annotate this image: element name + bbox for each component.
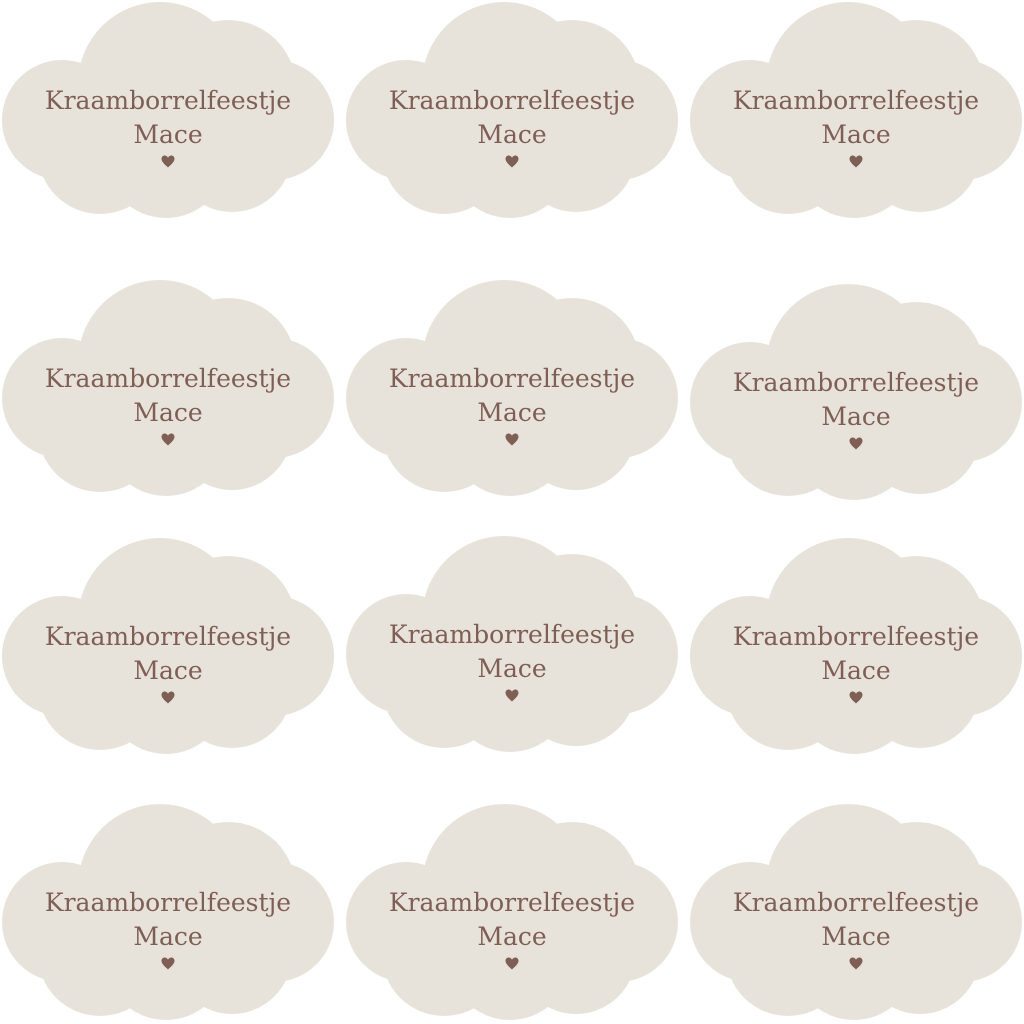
sticker-name: Mace — [133, 922, 203, 951]
sticker-title: Kraamborrelfeestje — [44, 364, 292, 393]
sticker-label: Kraamborrelfeestje Mace — [344, 618, 680, 702]
cloud-shape — [690, 804, 1022, 1020]
sticker-title: Kraamborrelfeestje — [732, 86, 980, 115]
sticker-label: Kraamborrelfeestje Mace — [344, 84, 680, 168]
cloud-sticker: Kraamborrelfeestje Mace — [344, 534, 680, 756]
heart-icon — [849, 437, 863, 450]
sticker-name: Mace — [477, 120, 547, 149]
cloud-sticker: Kraamborrelfeestje Mace — [344, 0, 680, 222]
heart-icon — [161, 155, 175, 168]
sticker-label: Kraamborrelfeestje Mace — [344, 886, 680, 970]
sticker-label: Kraamborrelfeestje Mace — [688, 84, 1024, 168]
sticker-label: Kraamborrelfeestje Mace — [0, 886, 336, 970]
cloud-sticker: Kraamborrelfeestje Mace — [0, 0, 336, 222]
sticker-label: Kraamborrelfeestje Mace — [688, 886, 1024, 970]
cloud-sticker: Kraamborrelfeestje Mace — [688, 802, 1024, 1024]
cloud-shape — [690, 284, 1022, 500]
heart-icon — [505, 689, 519, 702]
heart-icon — [161, 957, 175, 970]
sticker-name: Mace — [821, 402, 891, 431]
sticker-title: Kraamborrelfeestje — [44, 86, 292, 115]
cloud-shape — [2, 280, 334, 496]
sticker-name: Mace — [133, 656, 203, 685]
heart-icon — [849, 155, 863, 168]
heart-icon — [161, 433, 175, 446]
sticker-title: Kraamborrelfeestje — [388, 888, 636, 917]
sticker-label: Kraamborrelfeestje Mace — [0, 84, 336, 168]
sticker-title: Kraamborrelfeestje — [44, 622, 292, 651]
cloud-shape — [346, 280, 678, 496]
cloud-sticker: Kraamborrelfeestje Mace — [0, 278, 336, 500]
sticker-label: Kraamborrelfeestje Mace — [344, 362, 680, 446]
heart-icon — [849, 957, 863, 970]
sticker-name: Mace — [133, 398, 203, 427]
cloud-shape — [346, 2, 678, 218]
cloud-shape — [346, 804, 678, 1020]
heart-icon — [849, 691, 863, 704]
sticker-label: Kraamborrelfeestje Mace — [0, 620, 336, 704]
sticker-name: Mace — [821, 922, 891, 951]
sticker-label: Kraamborrelfeestje Mace — [688, 366, 1024, 450]
cloud-shape — [690, 538, 1022, 754]
sticker-title: Kraamborrelfeestje — [388, 364, 636, 393]
heart-icon — [505, 433, 519, 446]
cloud-sticker: Kraamborrelfeestje Mace — [0, 802, 336, 1024]
sticker-title: Kraamborrelfeestje — [732, 622, 980, 651]
cloud-sticker: Kraamborrelfeestje Mace — [344, 802, 680, 1024]
heart-icon — [161, 691, 175, 704]
sticker-title: Kraamborrelfeestje — [732, 368, 980, 397]
sticker-title: Kraamborrelfeestje — [44, 888, 292, 917]
sticker-title: Kraamborrelfeestje — [732, 888, 980, 917]
cloud-sticker: Kraamborrelfeestje Mace — [344, 278, 680, 500]
sticker-title: Kraamborrelfeestje — [388, 86, 636, 115]
sticker-label: Kraamborrelfeestje Mace — [0, 362, 336, 446]
heart-icon — [505, 957, 519, 970]
cloud-shape — [2, 804, 334, 1020]
sticker-name: Mace — [477, 654, 547, 683]
sticker-name: Mace — [477, 922, 547, 951]
cloud-sticker: Kraamborrelfeestje Mace — [688, 536, 1024, 758]
cloud-shape — [2, 538, 334, 754]
cloud-sticker: Kraamborrelfeestje Mace — [688, 0, 1024, 222]
cloud-sticker: Kraamborrelfeestje Mace — [688, 282, 1024, 504]
sticker-name: Mace — [133, 120, 203, 149]
cloud-shape — [346, 536, 678, 752]
sticker-title: Kraamborrelfeestje — [388, 620, 636, 649]
sticker-name: Mace — [821, 120, 891, 149]
sticker-label: Kraamborrelfeestje Mace — [688, 620, 1024, 704]
sticker-name: Mace — [821, 656, 891, 685]
cloud-sticker: Kraamborrelfeestje Mace — [0, 536, 336, 758]
sticker-name: Mace — [477, 398, 547, 427]
heart-icon — [505, 155, 519, 168]
